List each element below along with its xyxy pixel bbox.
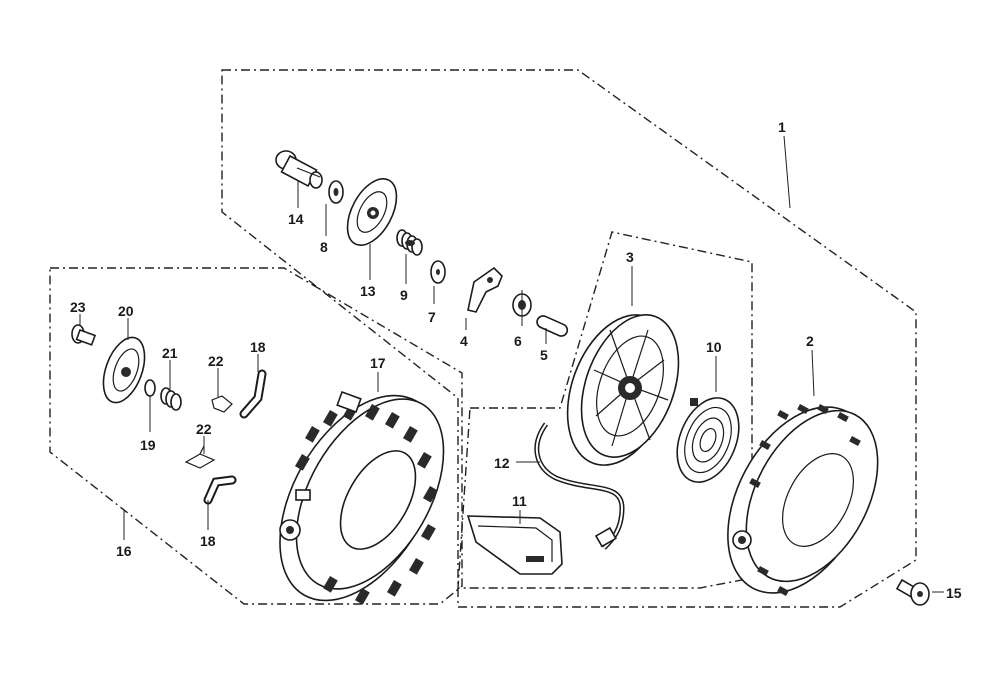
callout-23: 23 [70, 299, 86, 315]
callout-labels: 1 2 3 10 6 4 5 7 9 13 8 14 12 11 15 17 2… [70, 119, 962, 601]
part-21-spring [160, 387, 182, 411]
callout-10: 10 [706, 339, 722, 355]
callout-1: 1 [778, 119, 786, 135]
callout-18-upper: 18 [250, 339, 266, 355]
part-8-washer [328, 180, 344, 204]
part-23-screw [71, 324, 97, 346]
part-15-bolt [895, 578, 930, 606]
part-9-spring [396, 229, 423, 256]
callout-16: 16 [116, 543, 132, 559]
part-18-tube-upper [239, 369, 267, 419]
callout-15: 15 [946, 585, 962, 601]
part-10-recoil-spring [676, 397, 740, 483]
part-18-tube-lower [203, 475, 237, 505]
part-11-grip-handle [466, 515, 563, 575]
part-19-washer [144, 379, 156, 397]
callout-8: 8 [320, 239, 328, 255]
callout-22-upper: 22 [208, 353, 224, 369]
callout-2: 2 [806, 333, 814, 349]
part-3-reel [566, 314, 680, 466]
callout-4: 4 [460, 333, 468, 349]
callout-14: 14 [288, 211, 304, 227]
part-22-clip-upper [211, 395, 233, 413]
callout-9: 9 [400, 287, 408, 303]
callout-5: 5 [540, 347, 548, 363]
callout-3: 3 [626, 249, 634, 265]
callout-6: 6 [514, 333, 522, 349]
part-2-starter-case [727, 403, 879, 596]
subassembly-3-outline [457, 231, 753, 589]
callout-12: 12 [494, 455, 510, 471]
callout-17: 17 [370, 355, 386, 371]
part-7-washer [430, 260, 446, 284]
callout-20: 20 [118, 303, 134, 319]
part-13-friction-plate [346, 178, 398, 246]
assembly-16-outline [49, 267, 463, 605]
part-14-bolt [275, 150, 323, 189]
callout-19: 19 [140, 437, 156, 453]
callout-22-lower: 22 [196, 421, 212, 437]
callout-13: 13 [360, 283, 376, 299]
leader-lines [79, 135, 944, 593]
assembly-1-outline [221, 69, 917, 608]
part-5-pin [536, 315, 569, 337]
part-20-cover-plate [102, 336, 146, 404]
part-12-rope [534, 422, 625, 550]
callout-11: 11 [512, 493, 527, 509]
part-17-fan-cover [279, 390, 445, 605]
callout-7: 7 [428, 309, 436, 325]
callout-18-lower: 18 [200, 533, 216, 549]
part-22-clip-lower [184, 445, 216, 469]
part-4-ratchet [467, 266, 503, 313]
callout-21: 21 [162, 345, 178, 361]
